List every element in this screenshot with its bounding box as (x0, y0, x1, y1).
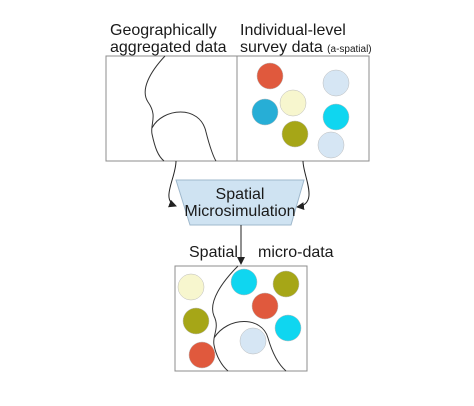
microsimulation-process-shape (175, 179, 305, 226)
survey-circle-cyan (322, 103, 350, 131)
survey-circle-olive (281, 120, 309, 148)
microsimulation-label: Spatial Microsimulation (176, 186, 304, 220)
survey-circle-orange (256, 62, 284, 90)
output-circle-lightblue (239, 327, 267, 355)
geo-data-title: Geographically aggregated data (110, 22, 227, 56)
survey-circle-lightblue-top (322, 69, 350, 97)
survey-circle-teal (251, 98, 279, 126)
output-label-left: Spatial (189, 244, 238, 261)
survey-data-title: Individual-level survey data (a-spatial) (240, 22, 372, 58)
geo-data-box (105, 55, 238, 162)
output-circle-yellow (177, 273, 205, 301)
output-circle-cyan-bottom (274, 314, 302, 342)
output-circle-cyan-top (230, 268, 258, 296)
microsimulation-label-line1: Spatial (215, 186, 265, 203)
geo-data-title-line1: Geographically (110, 22, 217, 39)
output-boundary-line (212, 265, 287, 372)
output-circle-olive-right (272, 270, 300, 298)
survey-data-title-line1: Individual-level (240, 22, 346, 39)
survey-data-title-line2: survey data (a-spatial) (240, 39, 372, 58)
output-circle-orange-bottom (188, 341, 216, 369)
geo-data-title-line2: aggregated data (110, 39, 227, 56)
output-label-right: micro-data (258, 244, 334, 261)
survey-circle-yellow (279, 89, 307, 117)
arrow-geo-to-process (168, 160, 177, 208)
survey-data-note: (a-spatial) (327, 44, 372, 55)
geo-boundary-line (144, 55, 217, 162)
output-circle-orange-mid (251, 292, 279, 320)
output-circle-olive-left (182, 307, 210, 335)
microsimulation-label-line2: Microsimulation (184, 203, 296, 220)
arrow-survey-to-process (296, 160, 310, 211)
survey-data-title-line2-text: survey data (240, 39, 323, 56)
survey-circle-lightblue-bottom (317, 131, 345, 159)
